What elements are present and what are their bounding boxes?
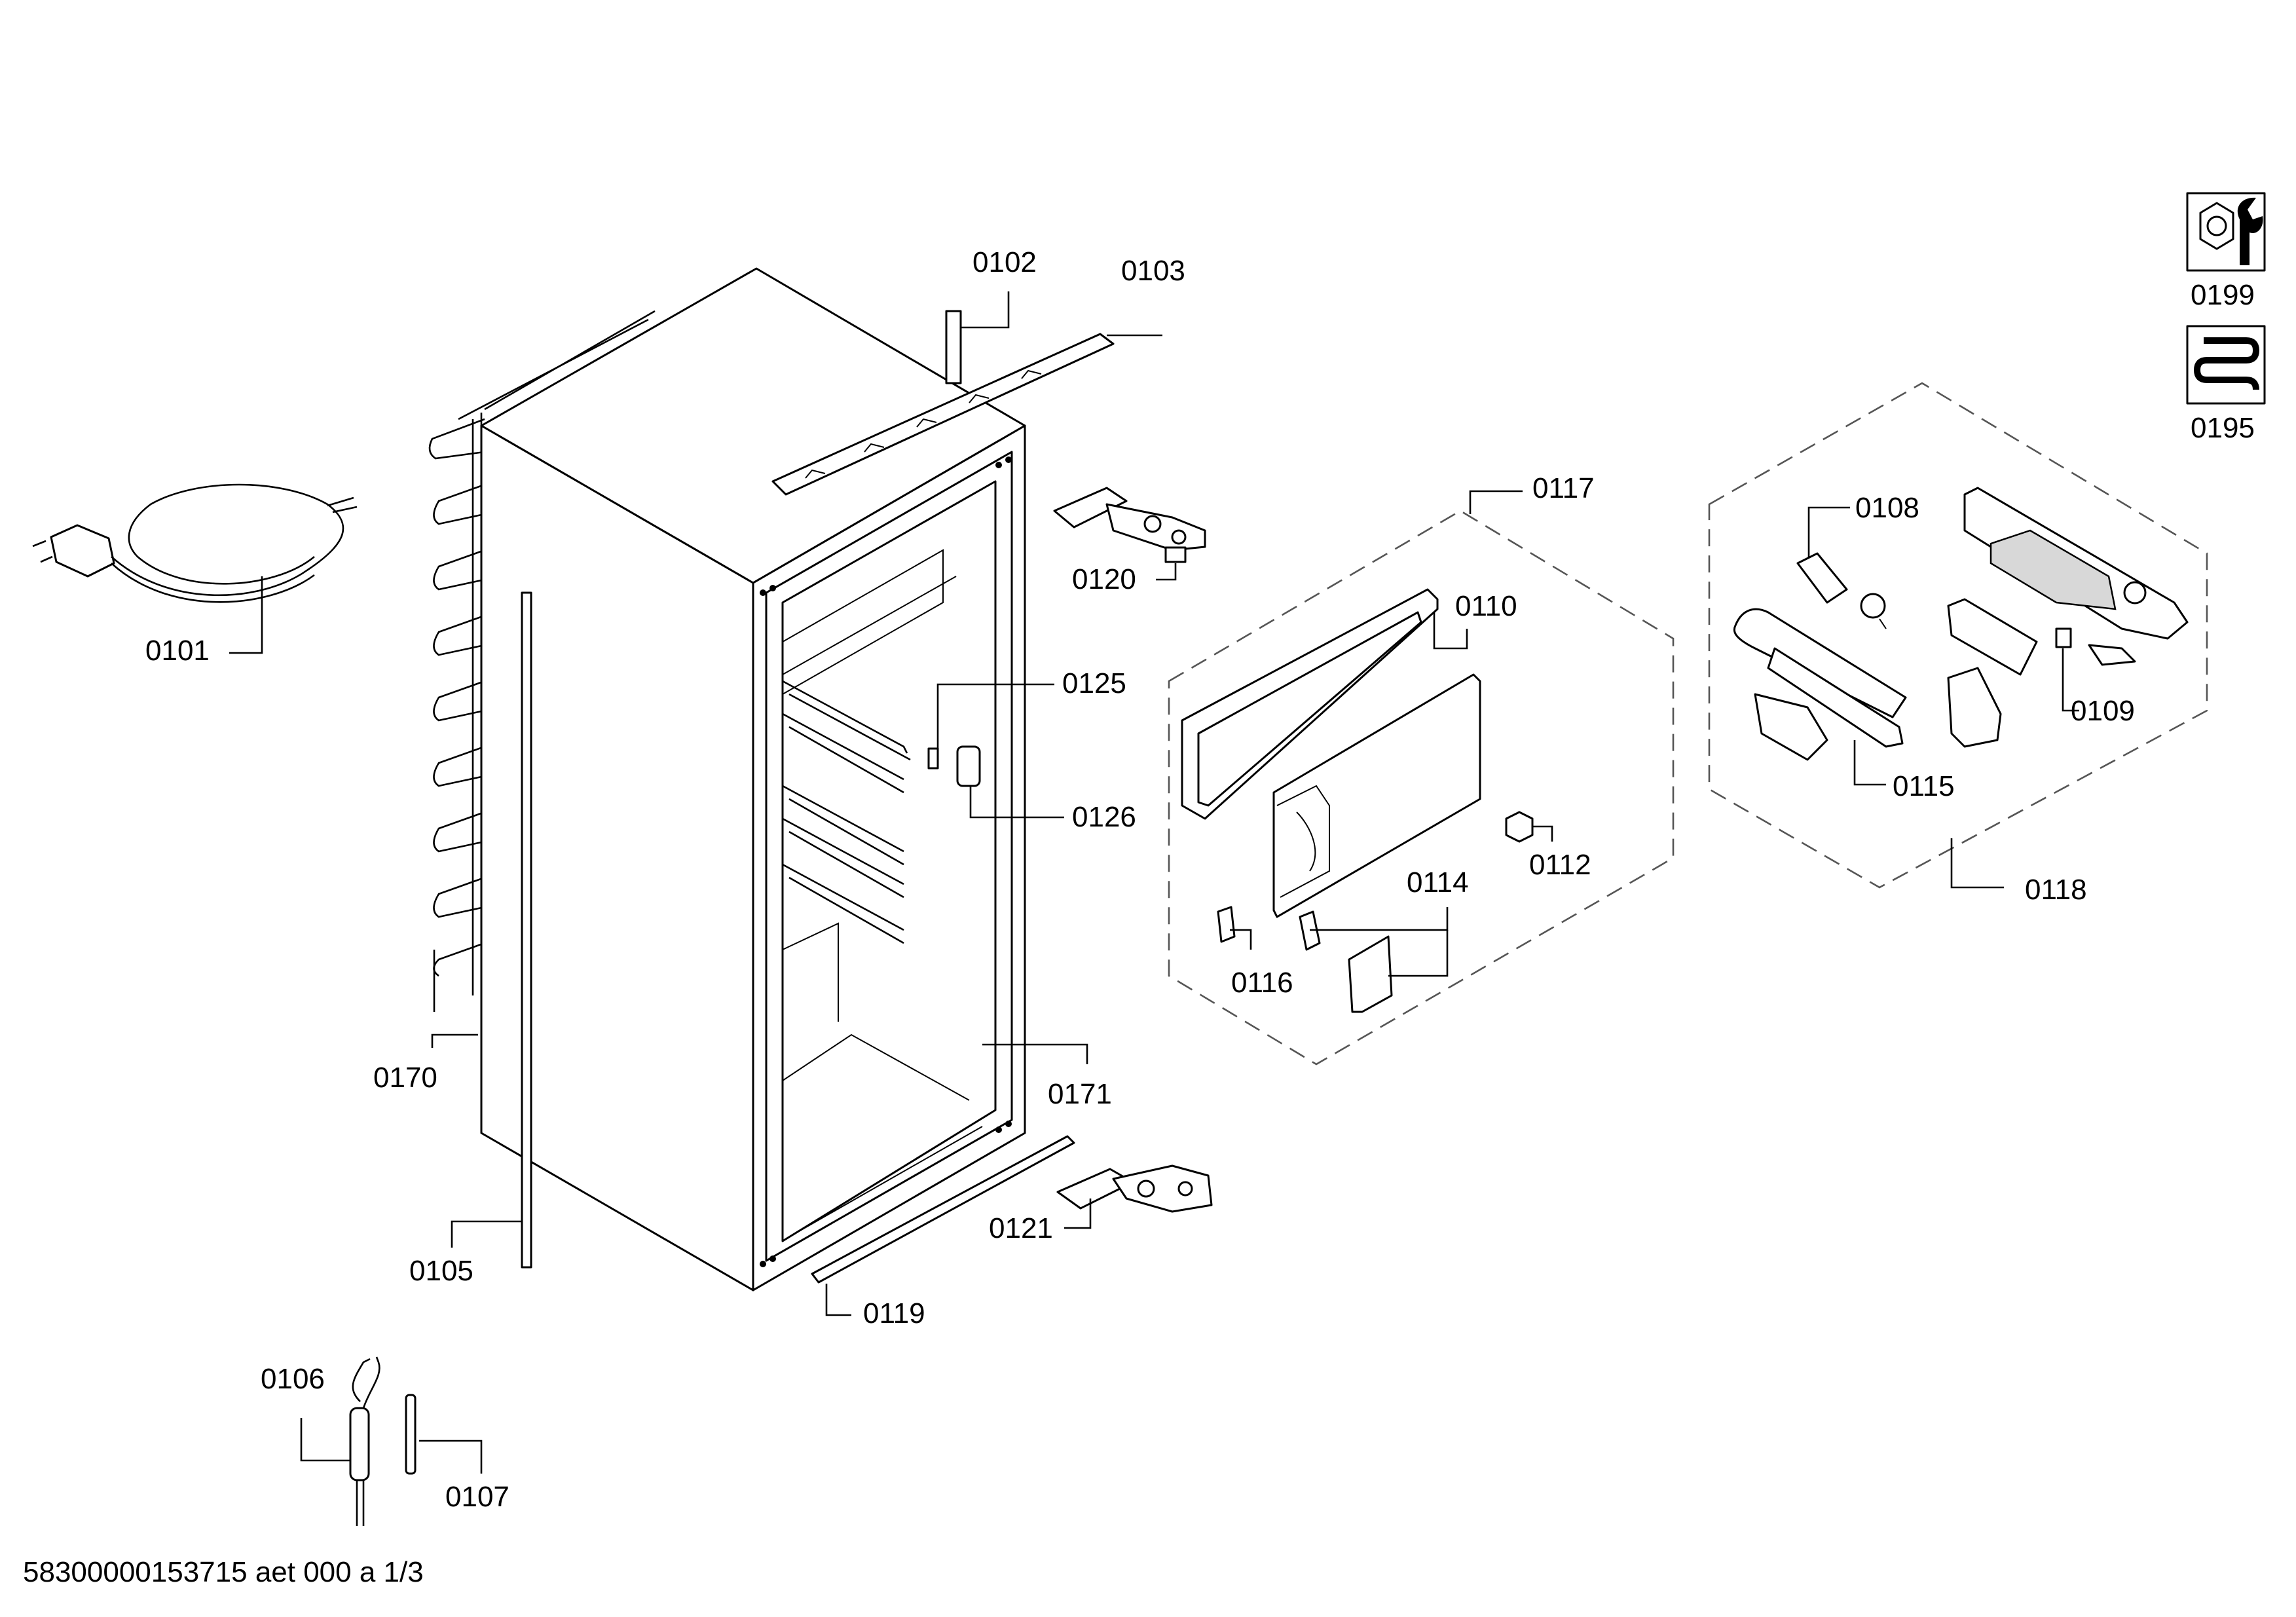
- label-0126: 0126: [1072, 801, 1136, 833]
- leader-0126: [969, 786, 1064, 819]
- label-0114: 0114: [1407, 866, 1469, 899]
- leader-0170-b: [431, 1033, 478, 1048]
- lamp-bulb-part-0108: [1796, 552, 1887, 629]
- leader-0171: [982, 1043, 1088, 1064]
- thermostat-sensor-part: [349, 1356, 380, 1526]
- leader-0109: [2062, 648, 2079, 712]
- bottom-hinge-part: [1056, 1164, 1213, 1213]
- sensor-holder-part: [927, 747, 939, 770]
- leader-0101: [229, 576, 263, 654]
- light-cover-part-0115: [1733, 608, 1907, 761]
- leader-0121: [1064, 1199, 1092, 1229]
- group-boundary-0118: [1708, 382, 2208, 889]
- document-id: 58300000153715 aet 000 a 1/3: [23, 1556, 424, 1588]
- clip-part-0112: [1505, 811, 1534, 843]
- leader-0105: [451, 1220, 522, 1248]
- label-0105: 0105: [409, 1255, 473, 1287]
- seal-strip-part: [521, 591, 532, 1269]
- leader-0106: [300, 1418, 350, 1462]
- hex-nut-wrench-icon: [2186, 192, 2266, 272]
- label-0199: 0199: [2191, 279, 2255, 311]
- leader-0118: [1950, 838, 2004, 889]
- power-cord-part: [32, 483, 358, 603]
- label-0106: 0106: [261, 1363, 325, 1395]
- leader-0125: [936, 683, 1054, 752]
- leader-0110: [1433, 612, 1468, 650]
- label-0195: 0195: [2191, 412, 2255, 444]
- leader-0119: [825, 1284, 851, 1316]
- label-0121: 0121: [989, 1212, 1053, 1244]
- label-0120: 0120: [1072, 563, 1136, 595]
- label-0125: 0125: [1062, 667, 1126, 699]
- leader-0117: [1469, 490, 1523, 514]
- interior-shelves: [782, 549, 983, 1232]
- cover-part-0126: [956, 745, 981, 787]
- cover-strip-part: [811, 1135, 1075, 1284]
- leader-0107: [419, 1440, 483, 1474]
- leader-0102: [961, 291, 1010, 329]
- label-0115: 0115: [1893, 770, 1955, 802]
- thermostat-part-0109: [1947, 598, 2136, 748]
- leader-0115: [1853, 740, 1886, 786]
- label-0108: 0108: [1855, 492, 1919, 524]
- top-hinge-part: [1053, 487, 1206, 563]
- frame-screws: [760, 456, 1012, 1267]
- leader-0114-b: [1388, 930, 1449, 977]
- label-0101: 0101: [145, 635, 210, 667]
- label-0171: 0171: [1048, 1078, 1112, 1110]
- latch-part-0116: [1217, 906, 1236, 943]
- leader-0120: [1156, 563, 1177, 581]
- leader-0114-a: [1310, 907, 1449, 931]
- label-0112: 0112: [1529, 849, 1591, 881]
- group-boundary-0117: [1168, 510, 1675, 1066]
- door-frame-part-0110: [1181, 588, 1481, 918]
- label-0110: 0110: [1455, 590, 1517, 622]
- label-0119: 0119: [863, 1297, 925, 1329]
- leader-0112: [1532, 825, 1553, 842]
- sensor-part-0107: [405, 1394, 417, 1475]
- label-0117: 0117: [1532, 472, 1595, 504]
- top-rail-part: [771, 310, 1115, 496]
- label-0107: 0107: [445, 1481, 509, 1513]
- heating-coil-icon: [2186, 325, 2266, 405]
- handle-part-0114: [1299, 910, 1393, 1013]
- label-0109: 0109: [2071, 695, 2135, 727]
- label-0103: 0103: [1121, 255, 1185, 287]
- label-0118: 0118: [2025, 874, 2087, 906]
- leader-0108: [1807, 506, 1850, 558]
- cabinet-body: [428, 267, 1026, 1292]
- control-housing-part: [1963, 487, 2189, 640]
- label-0170: 0170: [373, 1062, 437, 1094]
- label-0102: 0102: [972, 246, 1037, 278]
- leader-0116: [1230, 929, 1252, 950]
- label-0116: 0116: [1231, 967, 1293, 999]
